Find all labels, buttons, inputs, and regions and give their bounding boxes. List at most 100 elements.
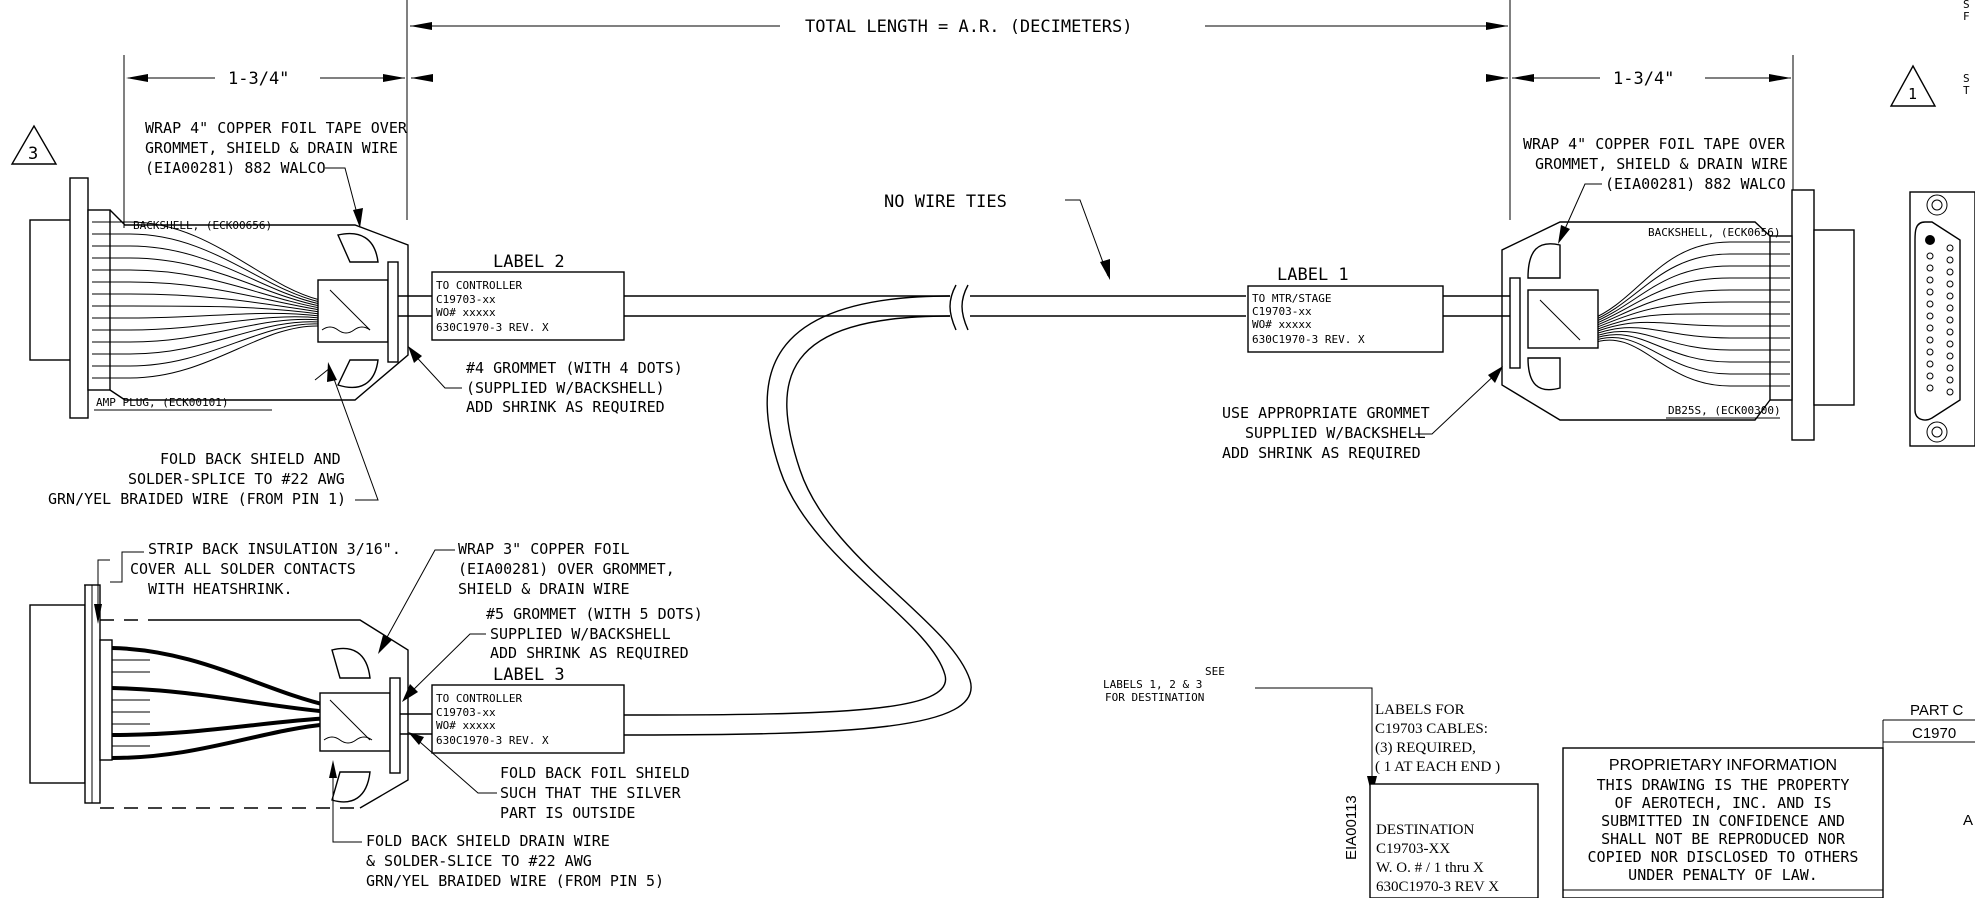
revision-marker-3: 3 bbox=[10, 124, 58, 165]
wrap-note-right-line-2: GROMMET, SHIELD & DRAIN WIRE bbox=[1535, 155, 1788, 173]
label-3-title: LABEL 3 bbox=[493, 665, 565, 685]
wrap-note-right: WRAP 4" COPPER FOIL TAPE OVER GROMMET, S… bbox=[1523, 135, 1788, 244]
wrap-3-note: WRAP 3" COPPER FOIL (EIA00281) OVER GROM… bbox=[378, 540, 675, 654]
revision-marker-1: 1 bbox=[1889, 64, 1937, 107]
label-spec-card-2: C19703-XX bbox=[1376, 841, 1450, 857]
fold-foil-line-1: FOLD BACK FOIL SHIELD bbox=[500, 764, 690, 782]
edge-fragment-3: S bbox=[1963, 72, 1970, 85]
backshell-left-label: BACKSHELL, (ECK00656) bbox=[133, 219, 272, 232]
grommet-4-note: #4 GROMMET (WITH 4 DOTS) (SUPPLIED W/BAC… bbox=[408, 346, 683, 416]
proprietary-line-3: SUBMITTED IN CONFIDENCE AND bbox=[1601, 812, 1845, 830]
strip-back-line-1: STRIP BACK INSULATION 3/16". bbox=[148, 540, 401, 558]
see-labels-note: SEE LABELS 1, 2 & 3 FOR DESTINATION bbox=[1103, 665, 1377, 796]
label-spec-header-4: ( 1 AT EACH END ) bbox=[1375, 759, 1500, 775]
label-3-line-3: WO# xxxxx bbox=[436, 719, 496, 732]
use-grommet-line-1: USE APPROPRIATE GROMMET bbox=[1222, 404, 1430, 422]
grommet-4-line-1: #4 GROMMET (WITH 4 DOTS) bbox=[466, 359, 683, 377]
label-spec: LABELS FOR C19703 CABLES: (3) REQUIRED, … bbox=[1343, 702, 1539, 898]
part-table-header: PART C bbox=[1910, 702, 1964, 719]
db25s-connector bbox=[1440, 189, 1855, 441]
use-grommet-line-3: ADD SHRINK AS REQUIRED bbox=[1222, 444, 1421, 462]
label-1-line-1: TO MTR/STAGE bbox=[1252, 292, 1331, 305]
label-1: LABEL 1 TO MTR/STAGE C19703-xx WO# xxxxx… bbox=[1247, 265, 1444, 353]
wrap-note-left-line-3: (EIA00281) 882 WALCO bbox=[145, 159, 326, 177]
lower-connector-grommet bbox=[319, 647, 401, 803]
wrap-note-right-line-1: WRAP 4" COPPER FOIL TAPE OVER bbox=[1523, 135, 1786, 153]
label-spec-card-3: W. O. # / 1 thru X bbox=[1376, 860, 1484, 876]
grommet-5-line-1: #5 GROMMET (WITH 5 DOTS) bbox=[486, 605, 703, 623]
amp-plug-pins bbox=[92, 221, 130, 379]
strip-back-note: STRIP BACK INSULATION 3/16". COVER ALL S… bbox=[110, 540, 401, 598]
see-labels-line-3: FOR DESTINATION bbox=[1105, 691, 1204, 704]
fold-drain-line-1: FOLD BACK SHIELD DRAIN WIRE bbox=[366, 832, 610, 850]
fold-back-line-1: FOLD BACK SHIELD AND bbox=[160, 450, 341, 468]
grommet-5-line-2: SUPPLIED W/BACKSHELL bbox=[490, 625, 671, 643]
edge-fragment-4: T bbox=[1963, 84, 1970, 97]
grommet-4-line-3: ADD SHRINK AS REQUIRED bbox=[466, 398, 665, 416]
no-wire-ties-note: NO WIRE TIES bbox=[884, 192, 1110, 280]
part-table-value: C1970 bbox=[1912, 725, 1956, 742]
fold-foil-note: FOLD BACK FOIL SHIELD SUCH THAT THE SILV… bbox=[408, 732, 690, 822]
main-cable-loop bbox=[623, 295, 972, 736]
fold-foil-line-3: PART IS OUTSIDE bbox=[500, 804, 635, 822]
wrap-3-line-1: WRAP 3" COPPER FOIL bbox=[458, 540, 630, 558]
amp-plug-label: AMP PLUG, (ECK00101) bbox=[96, 396, 228, 409]
label-3: LABEL 3 TO CONTROLLER C19703-xx WO# xxxx… bbox=[431, 665, 625, 754]
controller-connector-lower bbox=[29, 559, 432, 809]
db25-face-view bbox=[1909, 191, 1975, 447]
use-grommet-line-2: SUPPLIED W/BACKSHELL bbox=[1245, 424, 1426, 442]
total-length-dimension: TOTAL LENGTH = A.R. (DECIMETERS) bbox=[406, 0, 1511, 220]
lower-connector-wires bbox=[111, 646, 331, 760]
fold-foil-line-2: SUCH THAT THE SILVER bbox=[500, 784, 682, 802]
grommet-4-line-2: (SUPPLIED W/BACKSHELL) bbox=[466, 379, 665, 397]
strip-back-line-3: WITH HEATSHRINK. bbox=[148, 580, 293, 598]
amp-plug-grommet bbox=[317, 233, 399, 389]
label-1-line-4: 630C1970-3 REV. X bbox=[1252, 333, 1365, 346]
edge-fragment-1: S bbox=[1963, 0, 1970, 11]
label-spec-card-1: DESTINATION bbox=[1376, 822, 1474, 838]
label-3-line-2: C19703-xx bbox=[436, 706, 496, 719]
label-1-line-2: C19703-xx bbox=[1252, 305, 1312, 318]
label-2-line-3: WO# xxxxx bbox=[436, 306, 496, 319]
label-1-title: LABEL 1 bbox=[1277, 265, 1349, 285]
wrap-note-right-line-3: (EIA00281) 882 WALCO bbox=[1605, 175, 1786, 193]
fold-drain-note: FOLD BACK SHIELD DRAIN WIRE & SOLDER-SLI… bbox=[329, 760, 664, 890]
wrap-note-left: WRAP 4" COPPER FOIL TAPE OVER GROMMET, S… bbox=[145, 119, 408, 228]
see-labels-line-2: LABELS 1, 2 & 3 bbox=[1103, 678, 1202, 691]
no-wire-ties-label: NO WIRE TIES bbox=[884, 192, 1007, 212]
strip-back-line-2: COVER ALL SOLDER CONTACTS bbox=[130, 560, 356, 578]
grommet-5-line-3: ADD SHRINK AS REQUIRED bbox=[490, 644, 689, 662]
proprietary-line-1: THIS DRAWING IS THE PROPERTY bbox=[1597, 776, 1850, 794]
label-spec-header-2: C19703 CABLES: bbox=[1375, 721, 1488, 737]
revision-marker-3-label: 3 bbox=[28, 144, 38, 164]
part-table: PART C C1970 A bbox=[1882, 702, 1975, 898]
amp-plug-wire-fan bbox=[129, 221, 321, 379]
wrap-3-line-3: SHIELD & DRAIN WIRE bbox=[458, 580, 630, 598]
part-table-cell: A bbox=[1963, 812, 1973, 829]
revision-marker-1-label: 1 bbox=[1908, 85, 1917, 103]
label-2-title: LABEL 2 bbox=[493, 252, 565, 272]
proprietary-title: PROPRIETARY INFORMATION bbox=[1609, 757, 1837, 774]
right-end-dimension: 1-3/4" bbox=[1486, 55, 1794, 228]
label-1-line-3: WO# xxxxx bbox=[1252, 318, 1312, 331]
label-spec-card-4: 630C1970-3 REV X bbox=[1376, 879, 1499, 895]
label-2-line-2: C19703-xx bbox=[436, 293, 496, 306]
backshell-right-label: BACKSHELL, (ECK0656) bbox=[1648, 226, 1780, 239]
label-spec-header-1: LABELS FOR bbox=[1375, 702, 1465, 718]
wrap-note-left-line-2: GROMMET, SHIELD & DRAIN WIRE bbox=[145, 139, 398, 157]
fold-back-shield-note: FOLD BACK SHIELD AND SOLDER-SPLICE TO #2… bbox=[48, 362, 379, 508]
proprietary-line-2: OF AEROTECH, INC. AND IS bbox=[1615, 794, 1832, 812]
wrap-3-line-2: (EIA00281) OVER GROMMET, bbox=[458, 560, 675, 578]
total-length-label: TOTAL LENGTH = A.R. (DECIMETERS) bbox=[805, 17, 1133, 37]
label-2-line-4: 630C1970-3 REV. X bbox=[436, 321, 549, 334]
right-end-length: 1-3/4" bbox=[1613, 69, 1674, 89]
fold-drain-line-3: GRN/YEL BRAIDED WIRE (FROM PIN 5) bbox=[366, 872, 664, 890]
db25s-grommet bbox=[1509, 243, 1599, 391]
label-spec-side-code: EIA00113 bbox=[1343, 795, 1360, 860]
db25s-pins bbox=[1730, 241, 1790, 387]
fold-back-line-3: GRN/YEL BRAIDED WIRE (FROM PIN 1) bbox=[48, 490, 346, 508]
proprietary-line-6: UNDER PENALTY OF LAW. bbox=[1628, 866, 1818, 884]
use-grommet-note: USE APPROPRIATE GROMMET SUPPLIED W/BACKS… bbox=[1222, 366, 1503, 462]
fold-drain-line-2: & SOLDER-SLICE TO #22 AWG bbox=[366, 852, 592, 870]
